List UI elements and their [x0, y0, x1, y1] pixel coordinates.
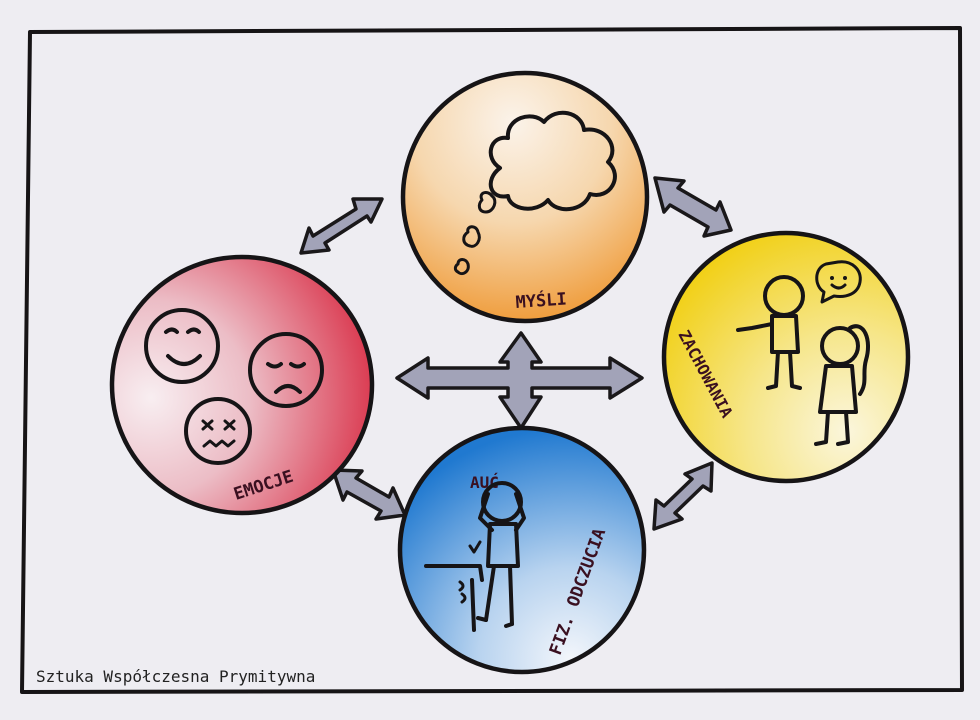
node-odczucia: AUĆ FIZ. ODCZUCIA	[397, 425, 647, 675]
pained-face-icon	[184, 397, 252, 465]
speech-bubble-icon	[815, 260, 862, 304]
node-mysli: MYŚLI	[400, 70, 650, 324]
emocje-circle	[109, 254, 375, 516]
mysli-label: MYŚLI	[515, 287, 568, 313]
person-speaking-icon	[736, 275, 805, 390]
thought-bubble-dot-large	[477, 191, 497, 214]
thought-bubble-dot-medium	[462, 225, 481, 248]
table-corner-icon	[424, 540, 484, 632]
person-listening-icon	[814, 324, 870, 446]
odczucia-circle	[397, 425, 647, 675]
arrow-center-cross	[395, 331, 644, 430]
thought-cloud-icon	[488, 110, 617, 211]
sad-face-icon	[248, 332, 324, 408]
drawing-caption: Sztuka Współczesna Prymitywna	[36, 667, 315, 686]
node-emocje: EMOCJE	[109, 254, 375, 516]
frame-border	[20, 26, 964, 694]
arrow-zachowania-odczucia	[652, 461, 714, 531]
node-zachowania: ZACHOWANIA	[661, 230, 911, 484]
mysli-circle	[400, 70, 650, 324]
arrow-emocje-mysli	[299, 197, 384, 255]
arrow-mysli-zachowania	[653, 176, 733, 238]
person-in-pain-icon	[476, 481, 526, 628]
thought-bubble-dot-small	[453, 258, 470, 276]
happy-face-icon	[144, 308, 220, 384]
